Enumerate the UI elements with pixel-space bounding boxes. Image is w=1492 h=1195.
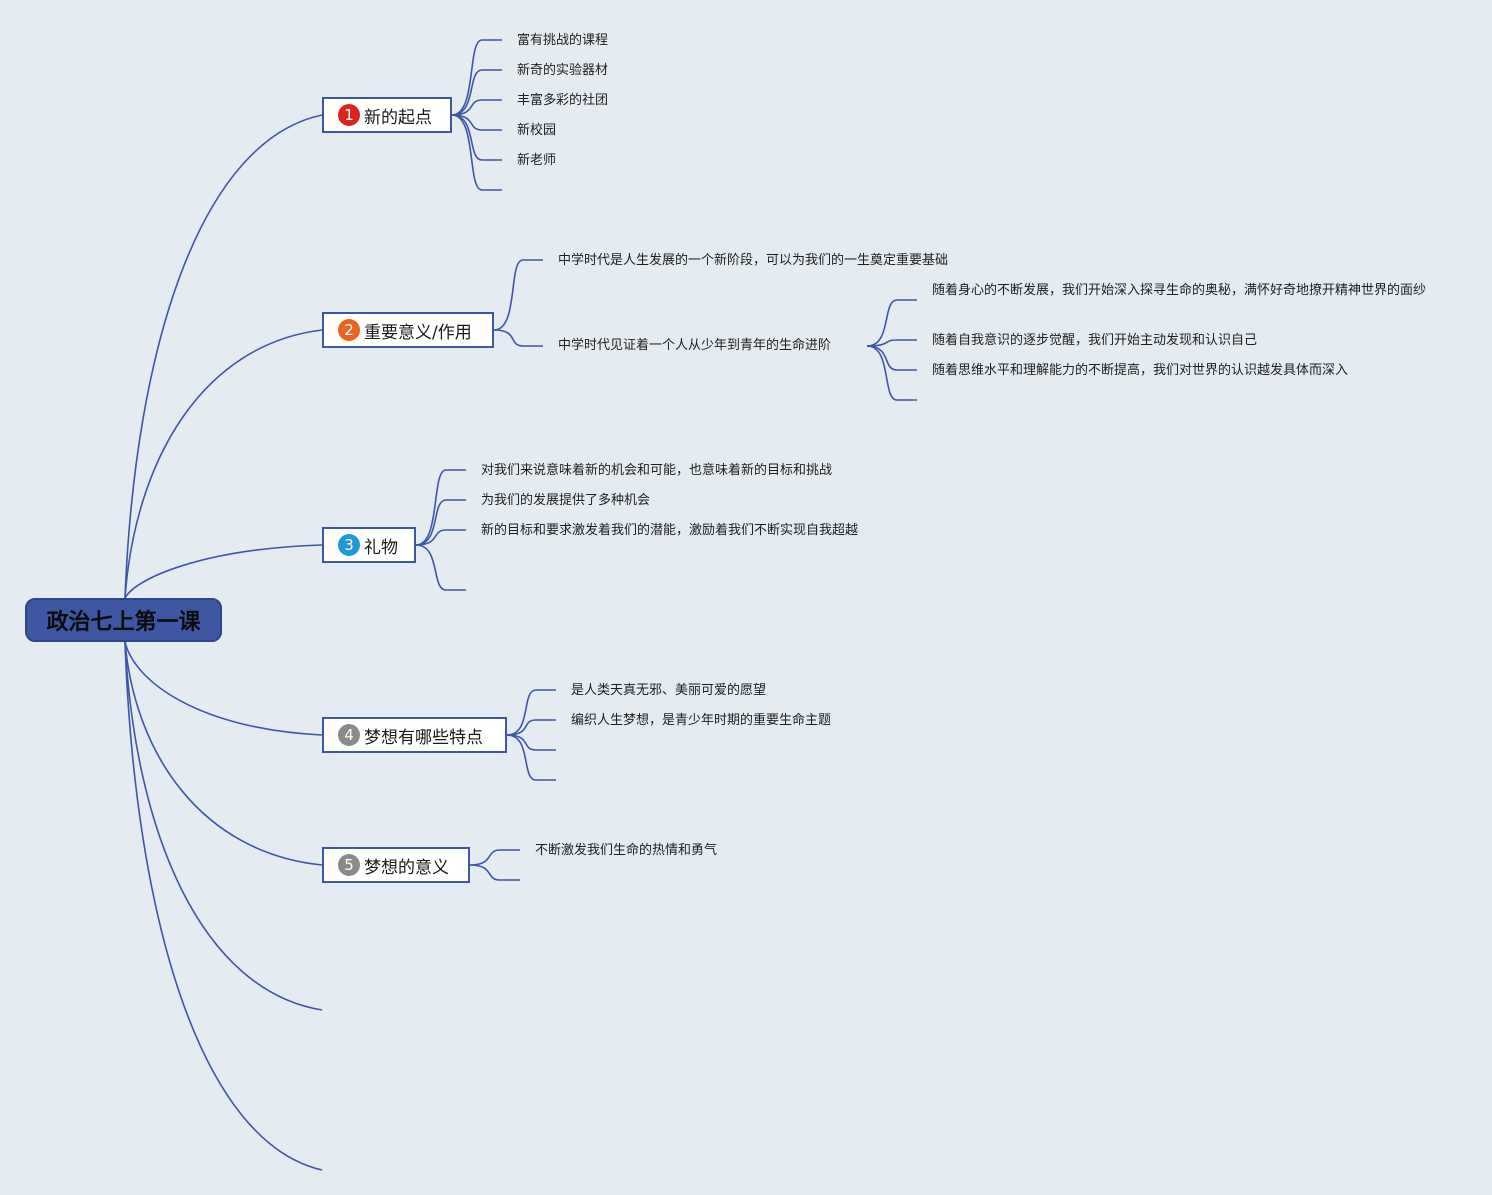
connector-line	[866, 345, 917, 371]
connector-line	[493, 329, 543, 347]
subtopic[interactable]: 不断激发我们生命的热情和勇气	[535, 843, 718, 858]
branch-label: 梦想有哪些特点	[364, 727, 483, 748]
branch-label: 梦想的意义	[364, 857, 449, 878]
connector-line	[506, 719, 556, 736]
connector-line	[451, 114, 502, 131]
connector-line	[451, 114, 502, 191]
connector-line	[415, 469, 466, 546]
root-topic[interactable]: 政治七上第一课	[25, 598, 222, 642]
connector-line	[469, 864, 520, 881]
subtopic[interactable]: 富有挑战的课程	[517, 33, 609, 48]
branch-topic-dream-meaning[interactable]: 5 梦想的意义	[322, 847, 470, 883]
connector-line	[451, 69, 502, 116]
branch-topic-gift[interactable]: 3 礼物	[322, 527, 416, 563]
sub-subtopic[interactable]: 随着身心的不断发展，我们开始深入探寻生命的奥秘，满怀好奇地撩开精神世界的面纱	[932, 283, 1427, 298]
branch-label: 新的起点	[364, 107, 432, 128]
subtopic[interactable]: 新的目标和要求激发着我们的潜能，激励着我们不断实现自我超越	[481, 523, 859, 538]
branch-label: 礼物	[364, 537, 398, 558]
connector-line	[124, 329, 323, 599]
connector-line	[866, 299, 917, 347]
connector-line	[451, 114, 502, 161]
connector-line	[451, 99, 502, 116]
connector-line	[506, 734, 556, 751]
connector-line	[415, 499, 466, 546]
subtopic[interactable]: 中学时代是人生发展的一个新阶段，可以为我们的一生奠定重要基础	[558, 253, 949, 268]
number-5-icon: 5	[338, 854, 360, 876]
number-1-icon: 1	[338, 104, 360, 126]
connector-line	[124, 641, 323, 1171]
connector-line	[124, 114, 323, 599]
connector-line	[415, 529, 466, 546]
connector-line	[124, 641, 323, 1011]
connector-line	[469, 849, 520, 866]
connector-line	[506, 734, 556, 781]
connector-line	[124, 641, 323, 736]
connector-line	[866, 339, 917, 347]
subtopic[interactable]: 编织人生梦想，是青少年时期的重要生命主题	[571, 713, 832, 728]
sub-subtopic[interactable]: 随着自我意识的逐步觉醒，我们开始主动发现和认识自己	[932, 333, 1258, 348]
connector-line	[415, 544, 466, 591]
branch-topic-dream-features[interactable]: 4 梦想有哪些特点	[322, 717, 507, 753]
connector-line	[506, 689, 556, 736]
subtopic[interactable]: 丰富多彩的社团	[517, 93, 609, 108]
sub-subtopic[interactable]: 随着思维水平和理解能力的不断提高，我们对世界的认识越发具体而深入	[932, 363, 1349, 378]
subtopic[interactable]: 是人类天真无邪、美丽可爱的愿望	[571, 683, 767, 698]
branch-topic-significance[interactable]: 2 重要意义/作用	[322, 312, 494, 348]
connector-line	[124, 641, 323, 866]
number-4-icon: 4	[338, 724, 360, 746]
connector-line	[124, 544, 323, 599]
subtopic[interactable]: 新奇的实验器材	[517, 63, 609, 78]
branch-topic-new-start[interactable]: 1 新的起点	[322, 97, 452, 133]
subtopic[interactable]: 新老师	[517, 153, 557, 168]
connector-line	[451, 39, 502, 116]
subtopic[interactable]: 新校园	[517, 123, 557, 138]
connector-line	[493, 259, 543, 331]
number-2-icon: 2	[338, 319, 360, 341]
number-3-icon: 3	[338, 534, 360, 556]
subtopic[interactable]: 对我们来说意味着新的机会和可能，也意味着新的目标和挑战	[481, 463, 833, 478]
subtopic[interactable]: 中学时代见证着一个人从少年到青年的生命进阶	[558, 338, 832, 353]
connector-line	[866, 345, 917, 401]
branch-label: 重要意义/作用	[364, 322, 472, 343]
subtopic[interactable]: 为我们的发展提供了多种机会	[481, 493, 651, 508]
